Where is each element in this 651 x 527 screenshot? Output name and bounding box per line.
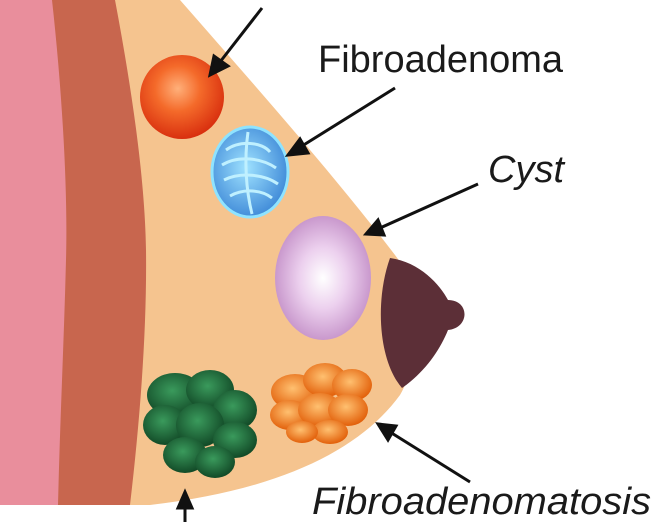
label-fibroadenoma: Fibroadenoma bbox=[318, 39, 564, 81]
outer-skin-band bbox=[0, 0, 68, 505]
arrow-to-cyst bbox=[366, 184, 478, 235]
label-fibroadenomatosis: Fibroadenomatosis bbox=[312, 481, 651, 522]
arrow-to-fibroadenoma bbox=[288, 88, 395, 155]
nipple bbox=[381, 258, 465, 388]
cyst-mass bbox=[275, 216, 371, 340]
arrow-to-fibroadenomatosis bbox=[378, 424, 470, 482]
fibroadenoma-mass bbox=[212, 127, 288, 217]
label-cyst: Cyst bbox=[488, 149, 565, 191]
